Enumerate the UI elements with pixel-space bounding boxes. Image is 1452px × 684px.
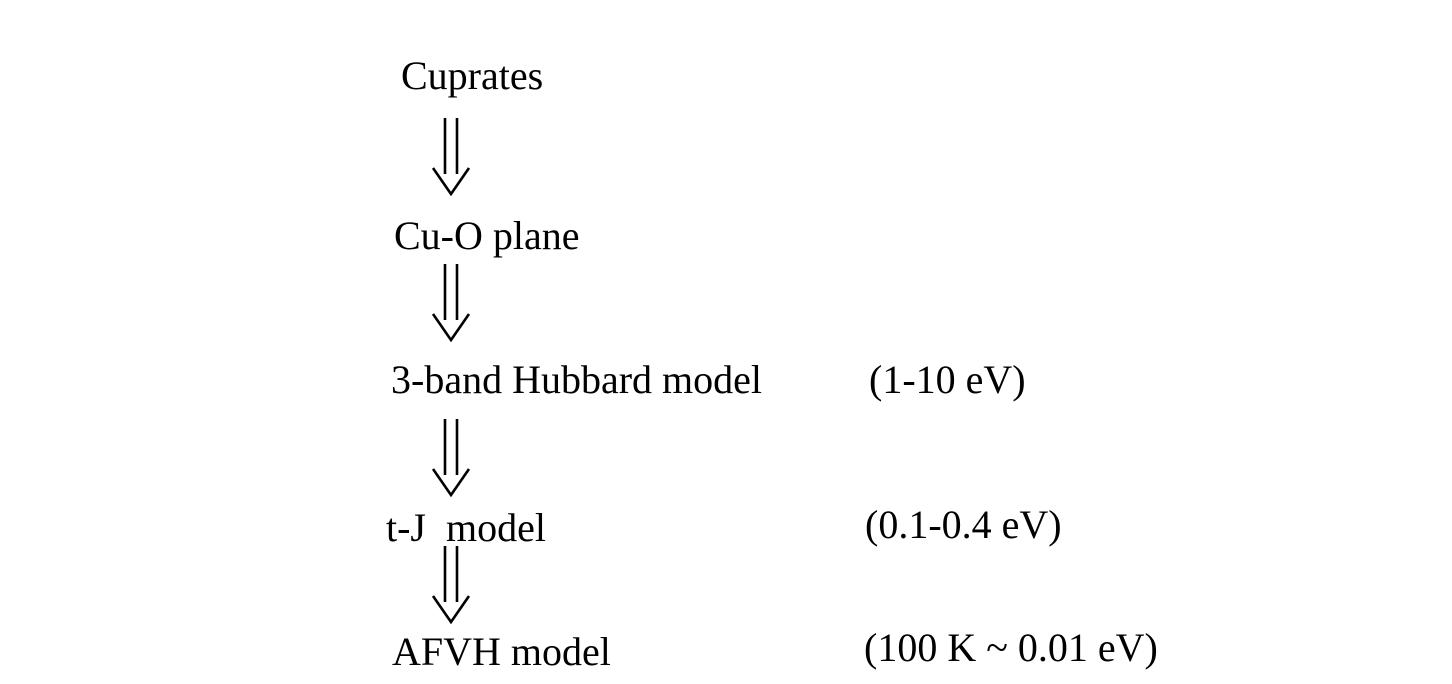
level-tj-energy: (0.1-0.4 eV) xyxy=(865,502,1062,547)
double-down-arrow-icon xyxy=(429,417,473,497)
level-3band-hubbard-label: 3-band Hubbard model xyxy=(391,357,763,402)
level-afvh-energy: (100 K ~ 0.01 eV) xyxy=(864,625,1158,670)
double-down-arrow-icon xyxy=(429,544,473,624)
double-down-arrow-icon xyxy=(429,116,473,196)
level-tj-label: t-J model xyxy=(386,505,546,550)
level-cuprates-label: Cuprates xyxy=(401,53,544,98)
level-cuo-plane-label: Cu-O plane xyxy=(394,213,580,258)
double-down-arrow-icon xyxy=(429,262,473,342)
level-3band-hubbard-energy: (1-10 eV) xyxy=(869,357,1026,402)
level-afvh-label: AFVH model xyxy=(392,629,611,674)
